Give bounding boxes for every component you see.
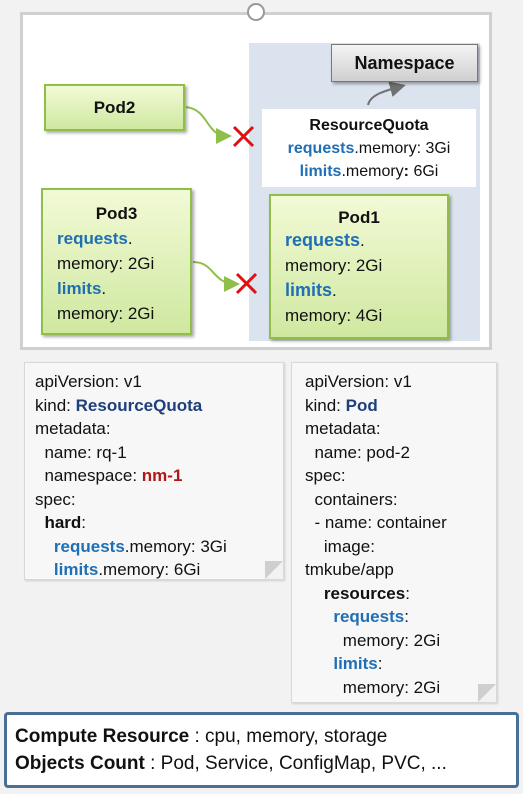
pod3-box[interactable]: Pod3 requests. memory: 2Gi limits. memor… bbox=[41, 188, 192, 335]
quota-namespace-arrow bbox=[367, 81, 406, 106]
page-curl-icon bbox=[478, 684, 496, 702]
pod3-title: Pod3 bbox=[95, 204, 138, 223]
pod3-limits: limits. bbox=[57, 279, 107, 298]
quota-limits-line: limits.memory: 6Gi bbox=[299, 163, 439, 180]
quota-requests-line: requests.memory: 3Gi bbox=[287, 140, 451, 157]
pod2-reject-x-icon bbox=[232, 125, 255, 148]
pod3-reject-x-icon bbox=[235, 272, 258, 295]
pod1-limits: limits. bbox=[285, 280, 337, 300]
pod2-box[interactable]: Pod2 bbox=[44, 84, 185, 131]
compute-resource-line: Compute Resource : cpu, memory, storage bbox=[15, 726, 388, 747]
resize-handle[interactable] bbox=[247, 3, 265, 21]
pod3-requests: requests. bbox=[57, 229, 133, 248]
quota-title: ResourceQuota bbox=[309, 117, 429, 134]
pod3-arrow bbox=[192, 261, 240, 292]
resource-quota-box[interactable]: ResourceQuota requests.memory: 3Gi limit… bbox=[262, 109, 476, 187]
pod3-limits-memory: memory: 2Gi bbox=[57, 304, 155, 323]
objects-count-line: Objects Count : Pod, Service, ConfigMap,… bbox=[15, 753, 447, 774]
quota-scope-info-box: Compute Resource : cpu, memory, storage … bbox=[4, 712, 519, 788]
pod2-arrow bbox=[185, 106, 232, 144]
pod3-requests-memory: memory: 2Gi bbox=[57, 254, 155, 273]
diagram-connectors bbox=[185, 81, 406, 295]
pod1-limits-memory: memory: 4Gi bbox=[285, 306, 383, 325]
pod2-title: Pod2 bbox=[93, 97, 136, 117]
pod1-title: Pod1 bbox=[338, 208, 380, 227]
pod1-box[interactable]: Pod1 requests. memory: 2Gi limits. memor… bbox=[269, 194, 449, 339]
namespace-box[interactable]: Namespace bbox=[331, 44, 478, 82]
pod1-requests: requests. bbox=[285, 230, 365, 250]
page-curl-icon bbox=[265, 561, 283, 579]
pod1-requests-memory: memory: 2Gi bbox=[285, 256, 383, 275]
